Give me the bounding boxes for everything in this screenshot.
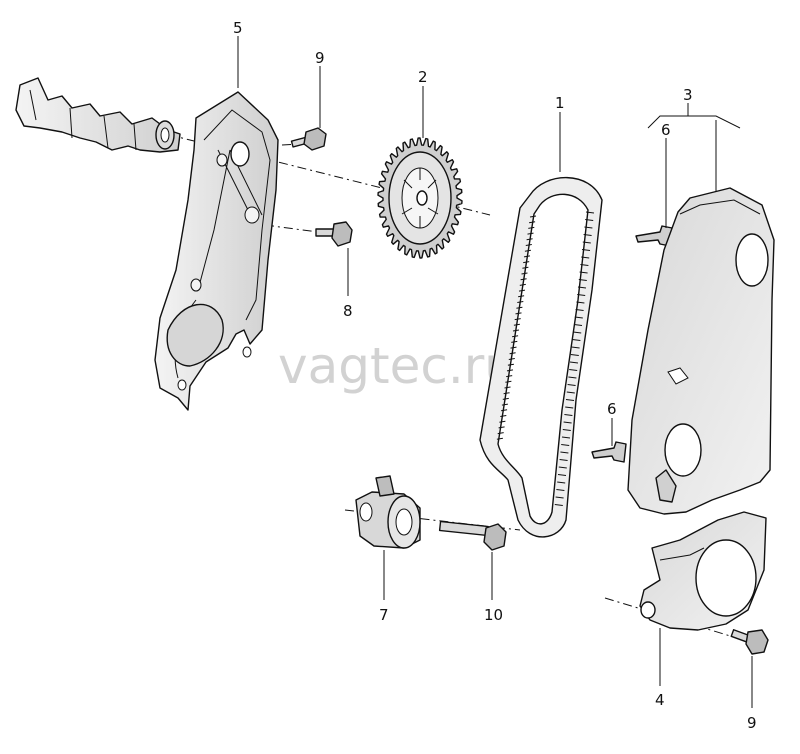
callout-1: 1 [555,94,565,112]
callout-3: 3 [683,86,693,104]
camshaft-sprocket [377,137,463,259]
lower-timing-cover [639,511,767,631]
callout-7: 7 [379,606,389,624]
callout-labels: 5 9 2 1 3 6 8 6 7 10 4 9 [233,19,757,732]
camshaft [15,77,181,153]
callout-8: 8 [343,302,353,320]
rear-timing-cover [154,91,279,411]
timing-belt [479,176,603,538]
leader-lines [237,36,753,708]
tensioner-bolt [438,520,507,551]
clip-lower [591,441,627,463]
callout-9-top: 9 [315,49,325,67]
bolt-upper [290,127,327,151]
belt-tensioner [355,475,421,549]
bolt-middle [315,221,353,247]
bolt-lower [730,629,769,655]
callout-2: 2 [418,68,428,86]
callout-10: 10 [484,606,503,624]
callout-6-top: 6 [661,121,671,139]
callout-4: 4 [655,691,665,709]
watermark-text: vagtec.ru [278,337,516,395]
callout-6-bottom: 6 [607,400,617,418]
callout-5: 5 [233,19,243,37]
callout-9-bottom: 9 [747,714,757,732]
upper-timing-cover [627,187,775,515]
